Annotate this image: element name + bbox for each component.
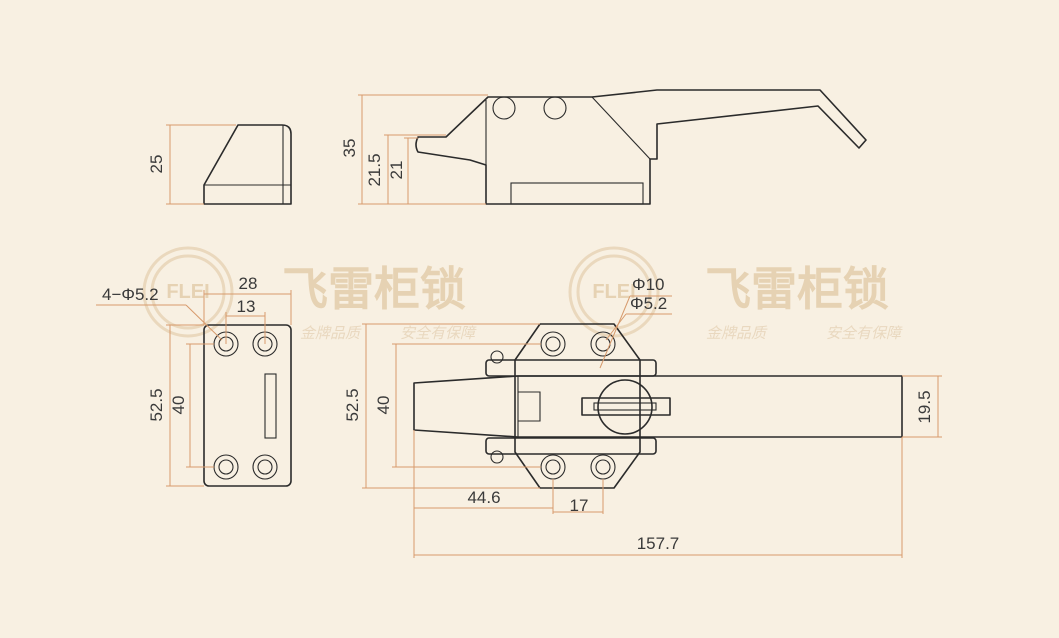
latch-side-view: 35 21.5 21 xyxy=(340,89,867,205)
dim-label-35: 35 xyxy=(340,139,359,158)
watermark-logo-text-right: FLEI xyxy=(592,281,635,303)
pivot-leader-diagonal xyxy=(599,295,631,369)
watermark-slogan-right-1: 金牌品质 xyxy=(706,325,768,342)
latch-rivet-2 xyxy=(543,96,567,120)
watermark-logo-inner-ring-right xyxy=(576,254,652,330)
dim-label-17: 17 xyxy=(570,496,589,515)
dim-label-phi10: Φ10 xyxy=(632,275,664,294)
dim-label-21: 21 xyxy=(387,161,406,180)
dim-label-40-plate: 40 xyxy=(169,396,188,415)
watermark-brand-right: 飞雷柜锁 xyxy=(705,263,889,315)
watermark-logo-ring-right xyxy=(568,246,660,338)
latch-base-slot xyxy=(510,182,644,205)
strike-block-outline xyxy=(203,124,292,205)
latch-hole-1 xyxy=(540,331,566,357)
plate-outline xyxy=(203,324,292,487)
latch-pivot xyxy=(597,379,653,435)
dim-label-44-6: 44.6 xyxy=(467,488,500,507)
latch-lever-edge xyxy=(591,96,651,160)
latch-lower-rail xyxy=(485,437,657,455)
watermark-slogan-left-1: 金牌品质 xyxy=(300,325,362,342)
latch-hole-4 xyxy=(590,454,616,480)
dim-label-phi5-2: Φ5.2 xyxy=(630,294,667,313)
latch-upper-stud xyxy=(490,350,504,364)
latch-lock-slot xyxy=(593,402,657,411)
plate-hole-4 xyxy=(252,454,278,480)
latch-front-view: Φ10 Φ5.2 52.5 40 19.5 44.6 17 157.7 xyxy=(343,275,942,558)
dim-label-19-5: 19.5 xyxy=(915,390,934,423)
dim-label-40-latch: 40 xyxy=(374,396,393,415)
watermark-logo-inner-ring-left xyxy=(150,254,226,330)
latch-handle xyxy=(413,375,903,438)
watermark-right: FLEI 飞雷柜锁 金牌品质 安全有保障 xyxy=(568,246,903,342)
watermark-slogan-left-2: 安全有保障 xyxy=(400,325,477,342)
latch-body-outline xyxy=(415,89,867,205)
latch-base-bracket xyxy=(514,323,641,489)
hole-leader-diagonal xyxy=(605,313,627,341)
watermark-logo-ring-left xyxy=(142,246,234,338)
plate-slot xyxy=(264,373,277,439)
dim-label-52-5-latch: 52.5 xyxy=(343,388,362,421)
dim-label-25: 25 xyxy=(147,155,166,174)
strike-block-side-view: 25 xyxy=(147,124,292,205)
watermark-brand-left: 飞雷柜锁 xyxy=(282,263,466,315)
mounting-plate-front-view: 28 13 4−Φ5.2 52.5 40 xyxy=(96,274,292,487)
latch-lower-stud xyxy=(490,450,504,464)
dim-label-13: 13 xyxy=(237,297,256,316)
dim-label-157-7: 157.7 xyxy=(637,534,680,553)
latch-lock-bar xyxy=(581,397,671,416)
dim-label-52-5-plate: 52.5 xyxy=(147,388,166,421)
latch-upper-rail xyxy=(485,359,657,377)
latch-handle-hinge xyxy=(517,376,541,437)
dim-label-28: 28 xyxy=(239,274,258,293)
latch-hole-3 xyxy=(540,454,566,480)
plate-hole-3 xyxy=(213,454,239,480)
watermark-logo-text-left: FLEI xyxy=(166,281,209,303)
holes-leader-diagonal xyxy=(185,304,223,341)
dim-label-holes: 4−Φ5.2 xyxy=(102,285,159,304)
latch-rivet-1 xyxy=(492,96,516,120)
watermark-left: FLEI 飞雷柜锁 金牌品质 安全有保障 xyxy=(142,246,477,342)
watermark-slogan-right-2: 安全有保障 xyxy=(826,325,903,342)
dim-label-21-5: 21.5 xyxy=(365,153,384,186)
